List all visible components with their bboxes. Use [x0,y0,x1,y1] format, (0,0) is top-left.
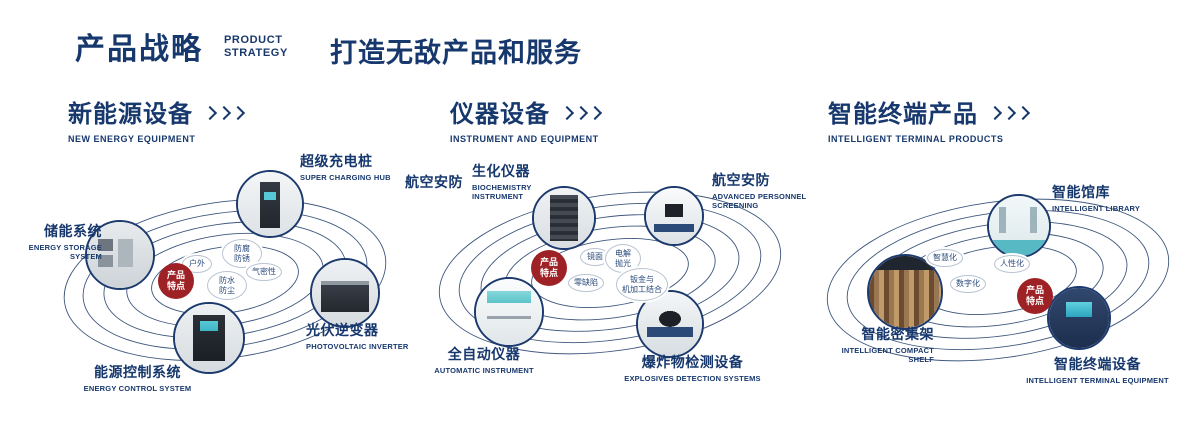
compact-shelf-photo [869,256,941,328]
feature-label: 户外 [189,259,205,269]
center-badge-product-features: 产品 特点 [158,263,194,299]
super-charger-photo [238,172,302,236]
page-title: 产品战略 [75,33,203,66]
product-name-cn: 航空安防 [712,172,770,188]
triple-chevron-right-icon [202,105,246,121]
product-label-explosives-detection: 爆炸物检测设备 EXPLOSIVES DETECTION SYSTEMS [605,352,780,383]
section-title: 智能终端产品 [828,101,978,128]
center-badge-product-features: 产品 特点 [531,250,567,286]
product-name-en: BIOCHEMISTRY INSTRUMENT [472,183,532,202]
product-circle-pv-inverter [310,258,380,328]
personnel-screening-photo [646,188,702,244]
section-subtitle: NEW ENERGY EQUIPMENT [68,134,196,144]
section-title: 新能源设备 [68,101,193,128]
product-label-super-charger: 超级充电桩 SUPER CHARGING HUB [300,151,391,182]
product-name-en: EXPLOSIVES DETECTION SYSTEMS [624,374,761,383]
product-label-automatic-instrument: 全自动仪器 AUTOMATIC INSTRUMENT [428,344,540,375]
product-name-cn: 航空安防 [405,174,463,190]
section-head-new-energy: 新能源设备 NEW ENERGY EQUIPMENT [68,94,246,144]
center-badge-product-features: 产品 特点 [1017,278,1053,314]
feature-label: 防水 防尘 [219,276,235,295]
feature-label: 防腐 防锈 [234,244,250,263]
energy-control-photo [175,304,243,372]
section-subtitle: INSTRUMENT AND EQUIPMENT [450,134,599,144]
energy-storage-photo [87,222,153,288]
product-circle-super-charger [236,170,304,238]
product-name-en: ENERGY CONTROL SYSTEM [83,384,192,393]
product-name-cn: 爆炸物检测设备 [641,354,744,370]
explosives-detection-photo [638,292,702,356]
badge-label: 产品 特点 [166,270,185,291]
product-label-compact-shelf: 智能密集架 INTELLIGENT COMPACT SHELF [820,324,934,365]
automatic-instrument-photo [476,279,542,345]
product-circle-automatic-instrument [474,277,544,347]
product-name-cn: 光伏逆变器 [306,322,379,338]
product-label-energy-control: 能源控制系统 ENERGY CONTROL SYSTEM [70,362,205,393]
pv-inverter-photo [312,260,378,326]
feature-bubble-digital: 数字化 [950,275,986,293]
product-name-cn: 智能馆库 [1052,184,1110,200]
product-name-cn: 能源控制系统 [94,364,181,380]
feature-bubble-zero-defect: 零缺陷 [568,274,604,292]
terminal-equipment-photo [1049,288,1109,348]
feature-label: 气密性 [252,267,276,277]
product-circle-energy-control [173,302,245,374]
product-name-en: AUTOMATIC INSTRUMENT [434,366,534,375]
product-label-intelligent-library: 智能馆库 INTELLIGENT LIBRARY [1052,182,1140,213]
section-head-instruments: 仪器设备 INSTRUMENT AND EQUIPMENT [450,94,603,144]
product-name-cn: 全自动仪器 [447,346,521,362]
page-subtitle: 打造无敌产品和服务 [330,38,582,68]
product-name-en: PHOTOVOLTAIC INVERTER [306,342,409,351]
triple-chevron-right-icon [559,105,603,121]
product-circle-compact-shelf [867,254,943,330]
product-name-cn: 超级充电桩 [300,153,373,169]
orbit-rings-instruments [438,191,782,355]
feature-bubble-smart: 智慧化 [927,249,963,267]
label-aviation-security: 航空安防 [405,172,463,192]
feature-label: 零缺陷 [574,278,598,288]
product-circle-biochemistry [532,186,596,250]
product-name-cn: 智能终端设备 [1054,356,1141,372]
feature-bubble-waterproof: 防水 防尘 [207,271,247,300]
product-name-en: ADVANCED PERSONNEL SCREENING [712,192,807,211]
product-circle-personnel-screening [644,186,704,246]
product-label-energy-storage: 储能系统 ENERGY STORAGE SYSTEM [12,221,102,262]
product-name-en: INTELLIGENT COMPACT SHELF [841,346,934,365]
product-label-pv-inverter: 光伏逆变器 PHOTOVOLTAIC INVERTER [306,320,409,351]
intelligent-library-photo [989,196,1049,256]
badge-label: 产品 特点 [539,257,558,278]
section-title: 仪器设备 [450,101,550,128]
product-label-personnel-screening: 航空安防 ADVANCED PERSONNEL SCREENING [712,170,812,211]
product-name-cn: 智能密集架 [861,326,934,342]
triple-chevron-right-icon [987,105,1031,121]
product-label-biochemistry: 生化仪器 BIOCHEMISTRY INSTRUMENT [472,161,562,202]
feature-label: 智慧化 [933,253,957,263]
product-name-en: ENERGY STORAGE SYSTEM [28,243,102,262]
badge-label: 产品 特点 [1025,285,1044,306]
product-circle-explosives-detection [636,290,704,358]
feature-label: 镜面 [587,252,603,262]
feature-bubble-humanized: 人性化 [994,255,1030,273]
biochemistry-instrument-photo [534,188,594,248]
product-circle-energy-storage [85,220,155,290]
section-head-intelligent-terminal: 智能终端产品 INTELLIGENT TERMINAL PRODUCTS [828,94,1031,144]
section-subtitle: INTELLIGENT TERMINAL PRODUCTS [828,134,1004,144]
feature-label: 钣金与 机加工结合 [622,275,662,294]
product-name-en: INTELLIGENT TERMINAL EQUIPMENT [1026,376,1169,385]
product-circle-intelligent-library [987,194,1051,258]
feature-label: 电解 抛光 [615,249,631,268]
feature-bubble-sheetmetal-machining: 钣金与 机加工结合 [616,268,668,301]
product-name-en: SUPER CHARGING HUB [300,173,391,182]
product-name-cn: 储能系统 [44,223,102,239]
page-title-en: PRODUCT STRATEGY [224,34,288,60]
feature-label: 数字化 [956,279,980,289]
product-name-en: INTELLIGENT LIBRARY [1052,204,1141,213]
product-label-terminal-equipment: 智能终端设备 INTELLIGENT TERMINAL EQUIPMENT [1015,354,1180,385]
product-circle-terminal-equipment [1047,286,1111,350]
product-name-cn: 生化仪器 [472,163,530,179]
feature-bubble-airtight: 气密性 [246,263,282,281]
feature-label: 人性化 [1000,259,1024,269]
